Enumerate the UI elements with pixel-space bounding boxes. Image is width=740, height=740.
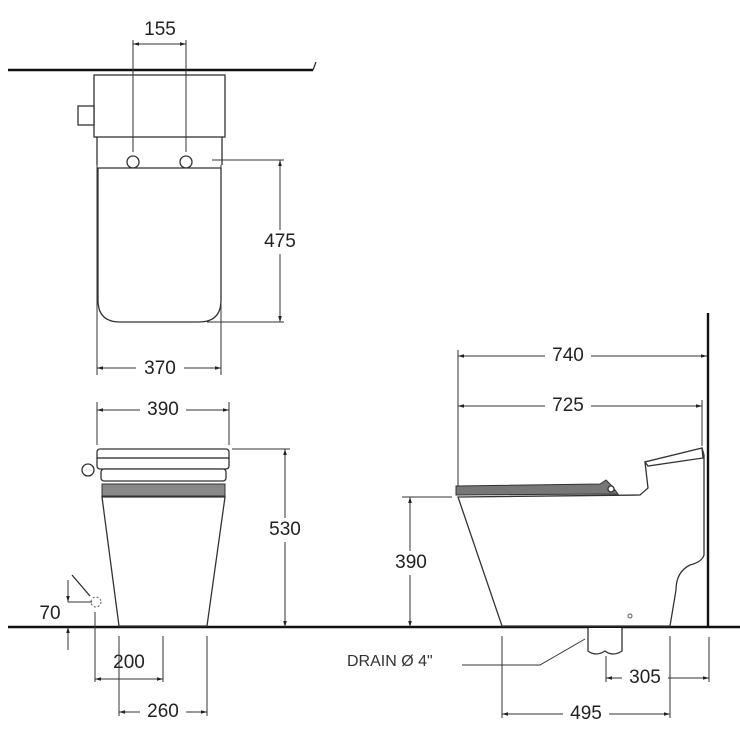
seat-front xyxy=(101,483,226,497)
dim-base-width: 260 xyxy=(147,701,179,722)
water-inlet xyxy=(90,596,102,608)
tank-lid-front xyxy=(96,448,230,470)
seat-top xyxy=(97,167,222,323)
dim-seat-length: 475 xyxy=(264,231,296,252)
dim-seat-depth: 725 xyxy=(552,395,584,416)
dim-front-height: 530 xyxy=(269,519,301,540)
dim-front-width: 390 xyxy=(147,399,179,420)
tank-lid-side xyxy=(643,447,704,467)
seat-hinge xyxy=(607,485,615,493)
dim-overall-depth: 740 xyxy=(552,345,584,366)
flush-button xyxy=(77,105,95,126)
dim-hinge-spacing: 155 xyxy=(144,19,176,40)
lid-front xyxy=(100,468,227,482)
side-view: 740 725 390 DRAIN Ø 4" 305 495 xyxy=(347,313,710,726)
dim-seat-height: 390 xyxy=(395,552,427,573)
hinge-left xyxy=(126,155,140,169)
dim-inlet-offset: 200 xyxy=(113,652,145,673)
wall-break xyxy=(312,61,317,71)
toilet-body-side xyxy=(457,447,705,627)
dim-inlet-height: 70 xyxy=(39,603,60,624)
drain-label: DRAIN Ø 4" xyxy=(347,653,433,670)
fixing-hole xyxy=(627,613,633,619)
flush-knob xyxy=(81,463,95,477)
dim-base-depth: 495 xyxy=(570,703,602,724)
front-view: 390 70 530 200 260 xyxy=(8,398,740,724)
dim-seat-width: 370 xyxy=(144,358,176,379)
drain-pipe xyxy=(587,628,623,655)
tank-top xyxy=(93,74,226,138)
hinge-right xyxy=(179,155,193,169)
dim-rough-in: 305 xyxy=(629,667,661,688)
top-view: 155 475 370 xyxy=(8,19,317,380)
bowl-front xyxy=(101,496,226,627)
seat-side xyxy=(455,479,619,496)
